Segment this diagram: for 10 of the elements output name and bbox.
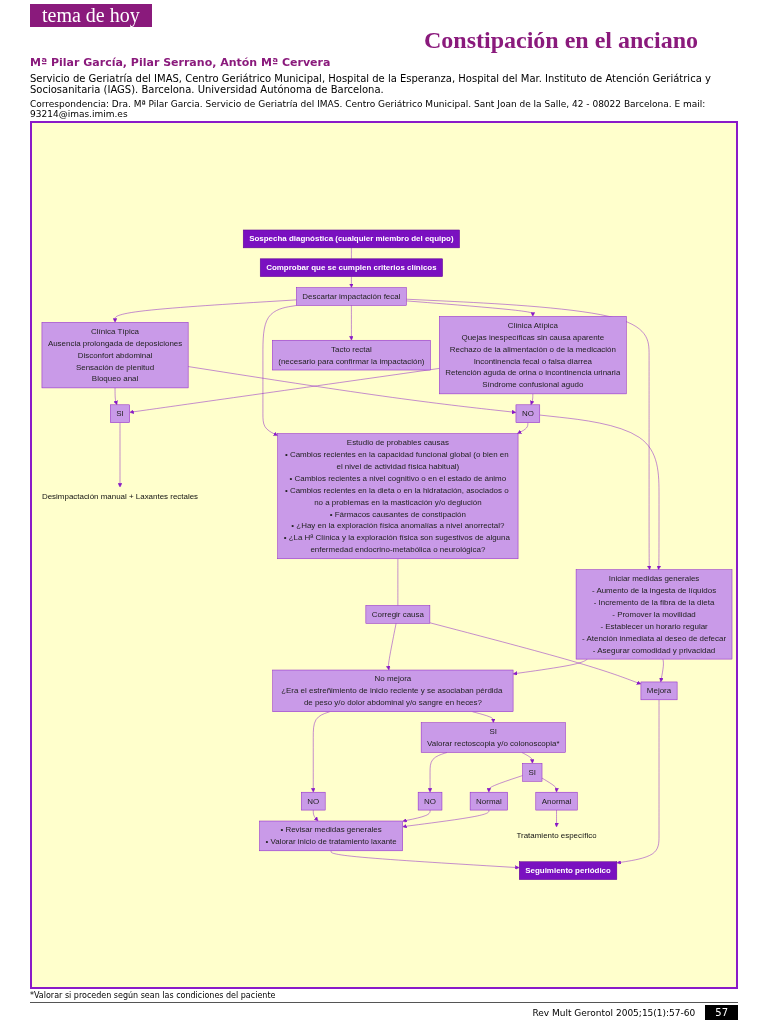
connector [397,558,399,606]
author-names: Mª Pilar García, Pilar Serrano, Antón Mª Cervera [30,56,332,69]
affiliation-text: Servicio de Geriatría del IMAS, Centro Geriátrico Municipal, Hospital de la Esperanza, Hospital del Mar. Instituto de Atención Geriátrica y Sociosanitaria (IAGS). Barcelona. Universidad Autónoma de Barcelona. [30,73,712,95]
connector [351,247,352,260]
footnote: *Valorar si proceden según sean las condiciones del paciente [30,991,277,1000]
journal-citation: Rev Mult Gerontol 2005;15(1):57-60 [532,1007,696,1018]
page-number: 57 [705,1005,738,1020]
section-banner: tema de hoy [30,4,152,27]
article-title: Constipación en el anciano [422,27,698,54]
correspondence-text: Correspondencia: Dra. Mª Pilar Garcia. Servicio de Geriatría del IMAS. Centro Geriátrico Municipal. Sant Joan de la Salle, 42 - 08022 Barcelona. E mail: 93214@imas.imim.es [30,99,707,119]
